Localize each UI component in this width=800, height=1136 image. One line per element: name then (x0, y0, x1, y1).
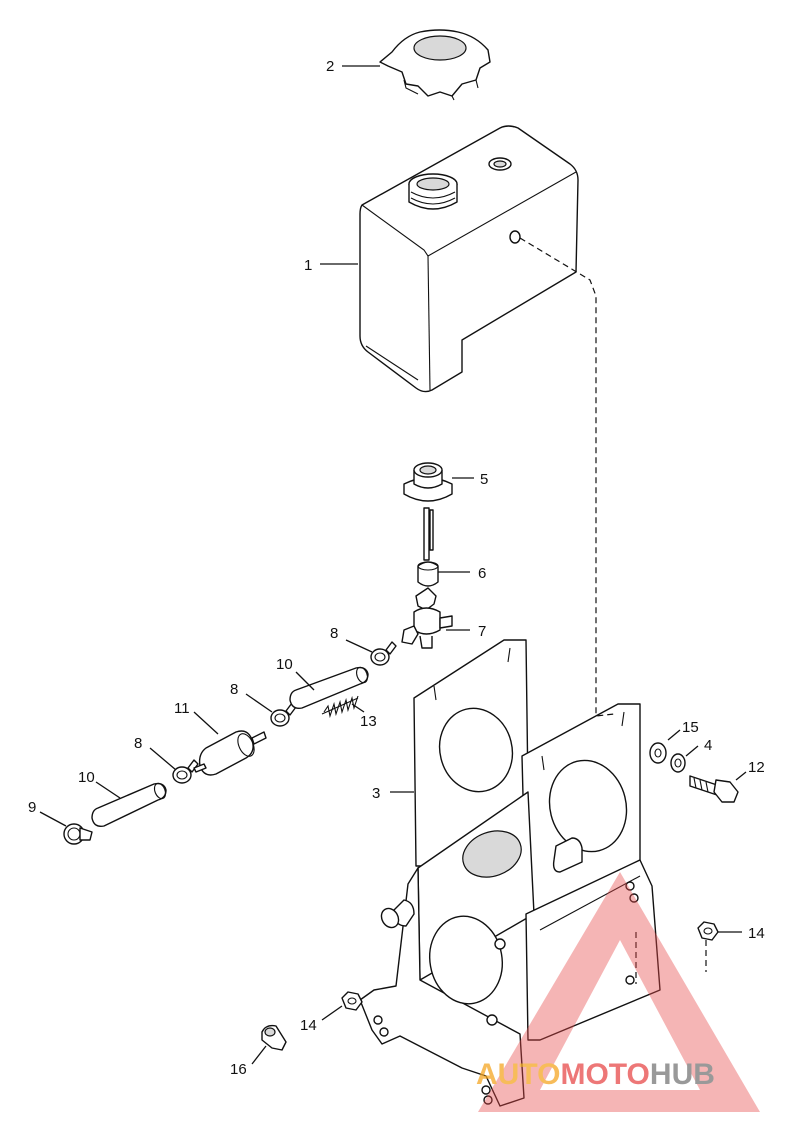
tank-bracket-part (359, 639, 661, 1107)
hose-clip-part-c (172, 759, 199, 784)
fuel-hose-part-b (91, 782, 167, 828)
bolt-part-12 (689, 775, 739, 803)
callout-7: 7 (478, 623, 486, 640)
callout-11: 11 (174, 700, 190, 717)
watermark-triangle (478, 872, 760, 1112)
tank-cap-part (379, 29, 491, 101)
callout-10-a: 10 (276, 656, 293, 673)
tap-valve-part (401, 587, 453, 649)
svg-text:AUTOMOTOHUB: AUTOMOTOHUB (476, 1058, 715, 1091)
nut-part-14-right (697, 921, 719, 941)
callout-8-b: 8 (230, 681, 238, 698)
callout-labels: 2 1 5 6 7 8 10 8 11 13 8 10 9 3 15 4 12 … (28, 58, 765, 1078)
callout-3: 3 (372, 785, 380, 802)
cable-clip-part-16 (261, 1024, 287, 1051)
spring-part (321, 695, 359, 719)
callout-14-right: 14 (748, 925, 765, 942)
washer-part-4 (670, 753, 686, 773)
fuel-hose-part-a (289, 666, 369, 710)
watermark-auto: AUTO (476, 1058, 560, 1091)
callout-8-a: 8 (330, 625, 338, 642)
callout-15: 15 (682, 719, 699, 736)
fuel-filter-part (193, 730, 267, 776)
callout-16: 16 (230, 1061, 247, 1078)
callout-5: 5 (480, 471, 488, 488)
leader-lines (39, 65, 747, 1065)
callout-10-b: 10 (78, 769, 95, 786)
callout-1: 1 (304, 257, 312, 274)
watermark-hub: HUB (650, 1058, 715, 1091)
callout-8-c: 8 (134, 735, 142, 752)
callout-6: 6 (478, 565, 486, 582)
pickup-pipe-part (417, 507, 439, 587)
alignment-line-tank (519, 237, 615, 717)
tank-part (359, 125, 579, 393)
callout-14-left: 14 (300, 1017, 317, 1034)
alignment-line-nut (635, 932, 707, 984)
callout-13: 13 (360, 713, 377, 730)
washer-part-15 (649, 742, 667, 764)
hose-clip-part-a (370, 641, 397, 666)
callout-4: 4 (704, 737, 712, 754)
callout-2: 2 (326, 58, 334, 75)
watermark-moto: MOTO (560, 1058, 649, 1091)
grommet-part (403, 462, 453, 502)
banjo-clip-part (63, 823, 93, 845)
watermark-logo: AUTOMOTOHUB (476, 872, 760, 1112)
callout-9: 9 (28, 799, 36, 816)
callout-12: 12 (748, 759, 765, 776)
nut-part-14-left (341, 991, 363, 1011)
